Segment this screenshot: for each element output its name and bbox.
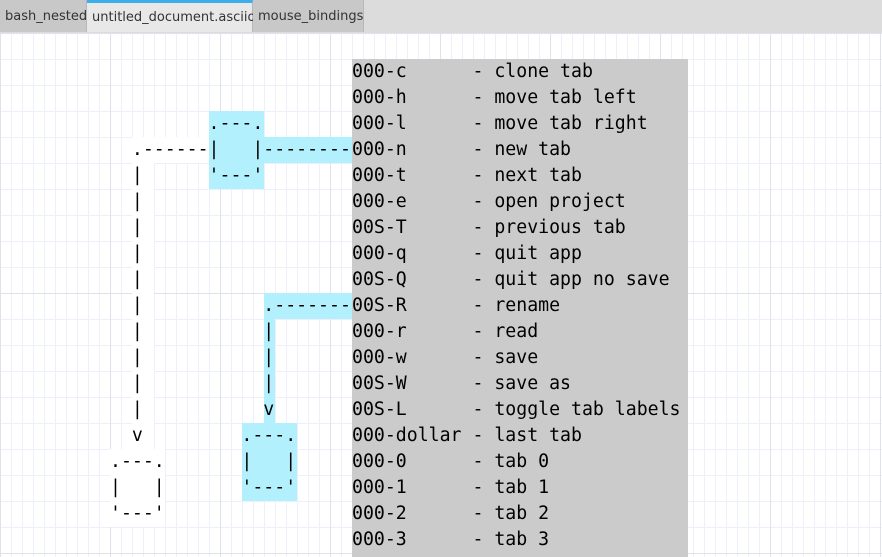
art-line: .---.: [110, 113, 264, 134]
art-line: |: [110, 269, 143, 290]
tab-untitled-document[interactable]: untitled_document.asciio: [87, 0, 255, 32]
art-line: |: [110, 217, 143, 238]
arrow-1-vertical[interactable]: [132, 163, 154, 449]
art-line: v .---.: [110, 425, 297, 446]
art-line: | |: [110, 347, 275, 368]
art-line: .------| |--------: [110, 139, 351, 160]
art-line: '---': [110, 503, 165, 524]
binding-row: 000-q - quit app: [352, 243, 582, 264]
key-bindings-box[interactable]: 000-c - clone tab 000-h - move tab left 00…: [352, 59, 688, 557]
binding-row: 000-r - read: [352, 321, 539, 342]
tab-bash-nested[interactable]: bash_nested: [0, 0, 87, 32]
arrow-2-vertical-selected[interactable]: [264, 319, 275, 423]
binding-row: 000-c - clone tab: [352, 61, 593, 82]
arrow-1-horizontal[interactable]: [132, 137, 209, 163]
art-line: | '---': [110, 165, 264, 186]
binding-row: 000-dollar - last tab: [352, 425, 582, 446]
box-top-selected[interactable]: [209, 111, 264, 189]
binding-row: 000-2 - tab 2: [352, 503, 550, 524]
art-line: | .-------: [110, 295, 351, 316]
arrow-2-horizontal-selected[interactable]: [264, 293, 352, 319]
art-line: .---. | |: [110, 451, 297, 472]
binding-row: 00S-T - previous tab: [352, 217, 626, 238]
binding-row: 000-t - next tab: [352, 165, 582, 186]
connector-top-selected[interactable]: [264, 137, 352, 163]
binding-row: 000-3 - tab 3: [352, 529, 550, 550]
binding-row: 00S-Q - quit app no save: [352, 269, 670, 290]
tab-mouse-bindings[interactable]: mouse_bindings: [253, 0, 364, 32]
binding-row: 00S-R - rename: [352, 295, 561, 316]
binding-row: 000-w - save: [352, 347, 539, 368]
box-bottom-left[interactable]: [110, 449, 165, 527]
binding-row: 000-n - new tab: [352, 139, 571, 160]
art-line: |: [110, 191, 143, 212]
binding-row: 000-l - move tab right: [352, 113, 648, 134]
box-bottom-selected[interactable]: [242, 423, 297, 501]
art-line: |: [110, 243, 143, 264]
ascii-art: .---. .------| |-------- | '---' | | | |…: [110, 111, 351, 527]
art-line: | v: [110, 399, 275, 420]
tab-bar: bash_nested untitled_document.asciio mou…: [0, 0, 882, 34]
art-line: | |: [110, 373, 275, 394]
art-line: | |: [110, 321, 275, 342]
binding-row: 000-1 - tab 1: [352, 477, 550, 498]
art-line: | | '---': [110, 477, 297, 498]
binding-row: 000-0 - tab 0: [352, 451, 550, 472]
binding-row: 000-h - move tab left: [352, 87, 637, 108]
binding-row: 00S-W - save as: [352, 373, 571, 394]
binding-row: 000-e - open project: [352, 191, 626, 212]
binding-row: 00S-L - toggle tab labels: [352, 399, 681, 420]
